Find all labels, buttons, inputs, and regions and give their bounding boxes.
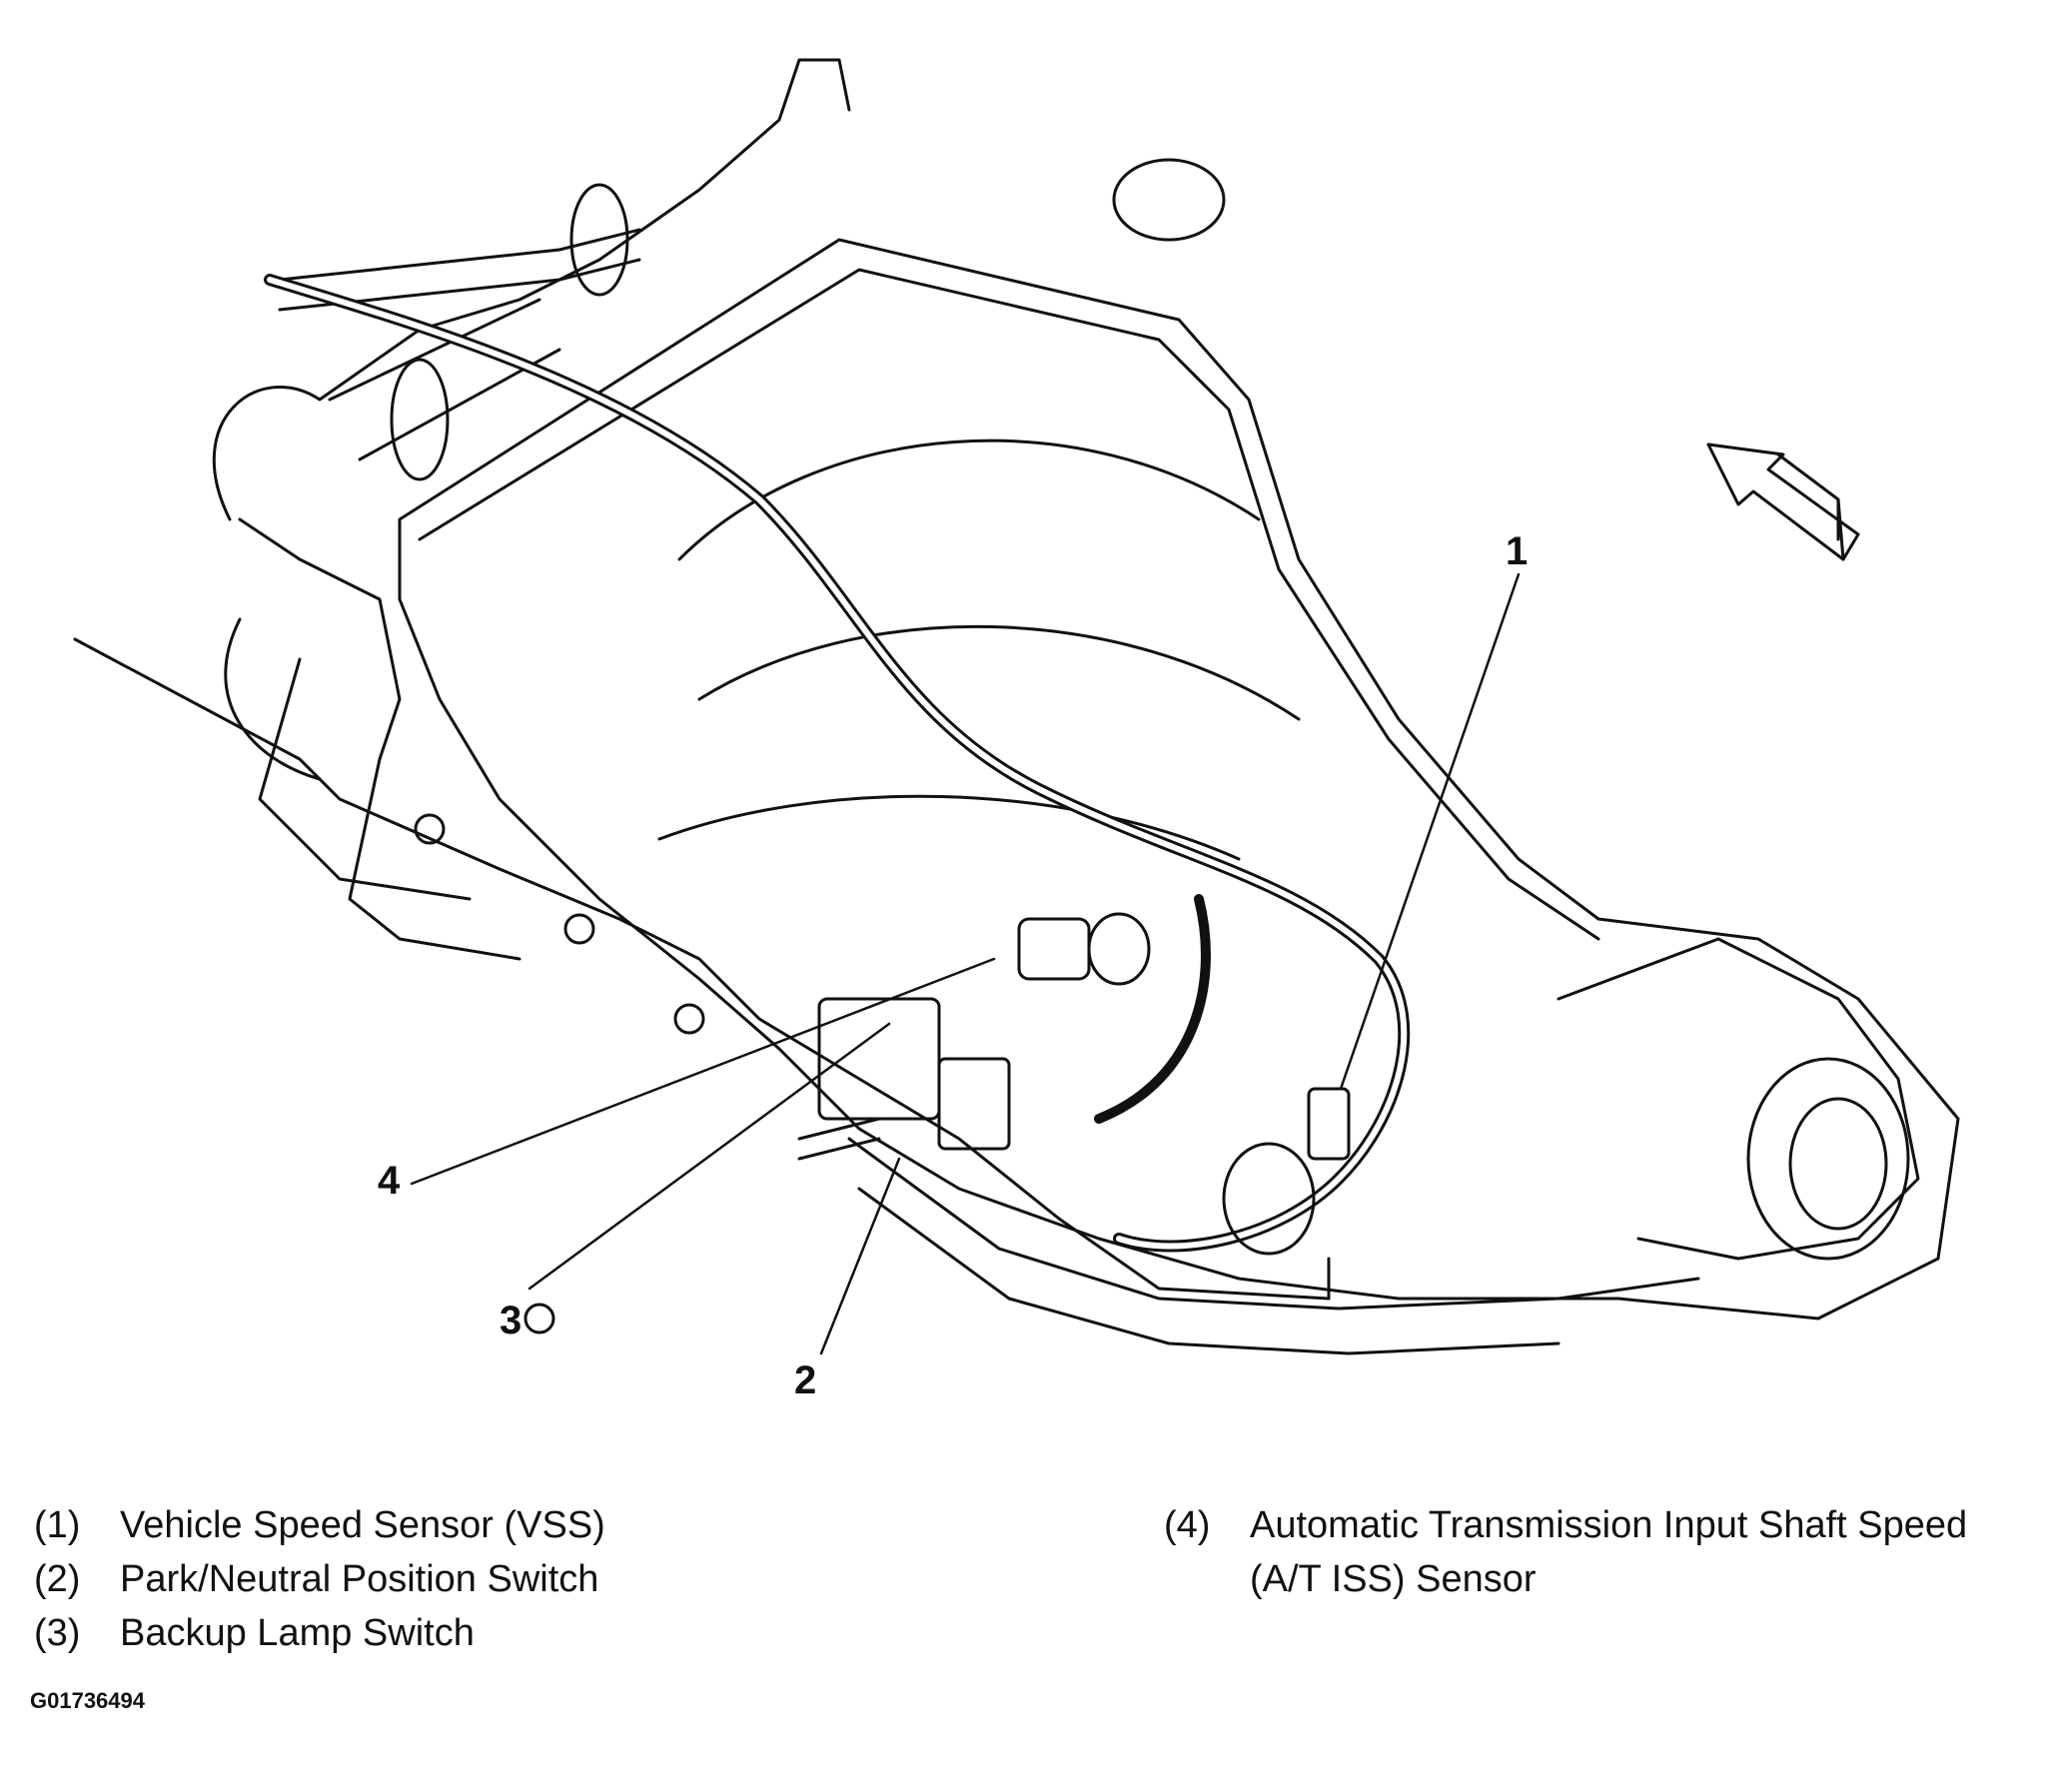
vss-sensor-body bbox=[1222, 1142, 1316, 1256]
exhaust-clamp-2 bbox=[390, 358, 450, 481]
output-shaft-flange bbox=[1746, 1057, 1910, 1261]
backup-lamp-switch-body bbox=[937, 1057, 1011, 1151]
vehicle-frame-outline bbox=[224, 617, 472, 901]
vehicle-body-outline bbox=[73, 637, 1331, 1301]
callout-3: 3 bbox=[500, 1299, 522, 1342]
iss-sensor-body bbox=[1017, 917, 1091, 981]
engine-block-outline bbox=[212, 58, 851, 961]
oil-pan-outline bbox=[847, 1137, 1700, 1355]
legend-number: (2) bbox=[34, 1558, 81, 1600]
leader-line-3 bbox=[527, 1022, 891, 1291]
iss-sensor-tip bbox=[1087, 912, 1151, 986]
legend-text: Park/Neutral Position Switch bbox=[120, 1558, 599, 1600]
exhaust-pipe bbox=[278, 228, 641, 312]
leader-line-4 bbox=[410, 957, 996, 1186]
legend-number: (4) bbox=[1164, 1504, 1211, 1546]
pan-bolt-4 bbox=[414, 813, 446, 845]
callout-4: 4 bbox=[378, 1159, 401, 1203]
transmission-case-outline bbox=[398, 238, 1960, 1321]
transmission-cone bbox=[657, 439, 1301, 861]
legend-text: (A/T ISS) Sensor bbox=[1250, 1558, 1537, 1600]
exhaust-clamp-1 bbox=[569, 183, 629, 297]
transmission-diagram bbox=[73, 58, 1960, 1355]
pan-bolt-1 bbox=[523, 1303, 555, 1334]
transmission-case-inner-line bbox=[418, 268, 1600, 941]
leader-line-2 bbox=[819, 1157, 901, 1355]
vss-connector bbox=[1307, 1087, 1351, 1161]
legend-text: Vehicle Speed Sensor (VSS) bbox=[120, 1504, 605, 1546]
legend-item: (4) Automatic Transmission Input Shaft S… bbox=[1164, 1498, 1967, 1552]
park-neutral-switch-body bbox=[817, 997, 941, 1121]
backup-lamp-switch-stem bbox=[797, 1117, 881, 1161]
callout-2: 2 bbox=[794, 1358, 817, 1402]
tail-housing bbox=[1556, 937, 1920, 1261]
legend-item: (A/T ISS) Sensor bbox=[1164, 1552, 1967, 1606]
figure-code: G01736494 bbox=[30, 1688, 145, 1713]
legend-item: (3) Backup Lamp Switch bbox=[34, 1606, 605, 1660]
wiring-branch bbox=[1094, 894, 1211, 1124]
legend-right: (4) Automatic Transmission Input Shaft S… bbox=[1164, 1498, 1967, 1606]
exhaust-clamp-3 bbox=[1112, 158, 1226, 242]
legend-text: Backup Lamp Switch bbox=[120, 1612, 475, 1654]
wiring-harness-inner bbox=[267, 277, 1408, 1250]
legend-number bbox=[1164, 1552, 1250, 1606]
pan-bolt-2 bbox=[673, 1003, 705, 1035]
pan-bolt-3 bbox=[563, 913, 595, 945]
legend-text: Automatic Transmission Input Shaft Speed bbox=[1250, 1504, 1968, 1546]
leader-line-1 bbox=[1339, 572, 1521, 1091]
legend-left: (1) Vehicle Speed Sensor (VSS) (2) Park/… bbox=[34, 1498, 605, 1660]
output-shaft-inner bbox=[1788, 1097, 1888, 1231]
front-direction-arrow-icon bbox=[1706, 442, 1860, 561]
callout-1: 1 bbox=[1506, 529, 1529, 573]
legend-number: (3) bbox=[34, 1612, 81, 1654]
legend-item: (1) Vehicle Speed Sensor (VSS) bbox=[34, 1498, 605, 1552]
legend-item: (2) Park/Neutral Position Switch bbox=[34, 1552, 605, 1606]
legend-number: (1) bbox=[34, 1504, 81, 1546]
